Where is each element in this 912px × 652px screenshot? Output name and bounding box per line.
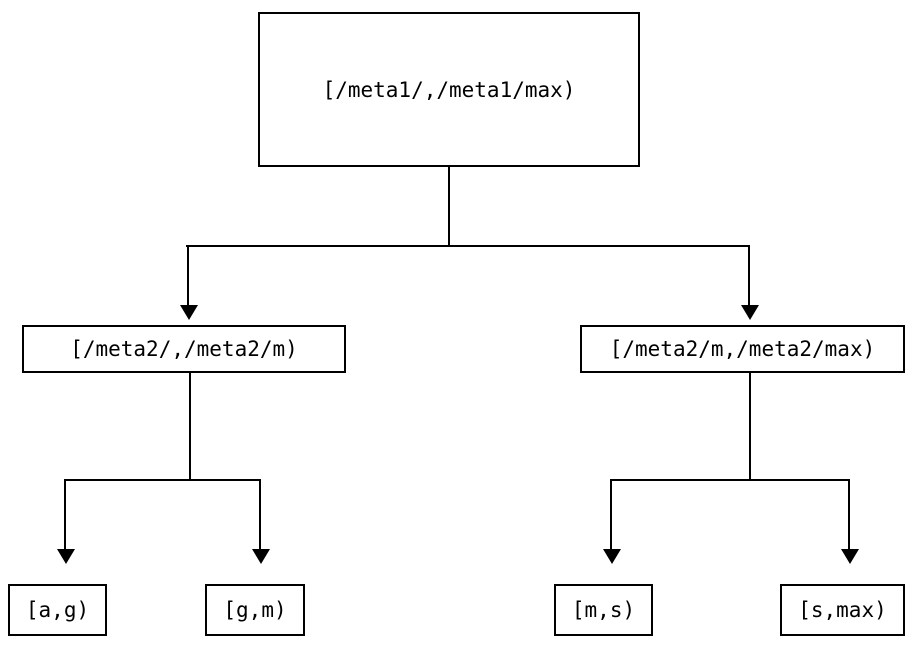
edge-root-to-mid-group <box>180 167 759 320</box>
edge-midright-to-leaves-group <box>603 373 859 564</box>
node-leaf-smax[interactable]: [s,max) <box>780 584 905 636</box>
edge-midleft-to-leaves-group <box>57 373 270 564</box>
node-leaf-smax-label: [s,max) <box>798 598 887 622</box>
arrowhead-mid-right <box>741 305 759 320</box>
node-mid-left-label: [/meta2/,/meta2/m) <box>70 337 298 361</box>
arrowhead-leaf-gm <box>252 549 270 564</box>
node-leaf-gm-label: [g,m) <box>223 598 287 622</box>
node-leaf-ag[interactable]: [a,g) <box>8 584 107 636</box>
arrowhead-leaf-ms <box>603 549 621 564</box>
node-leaf-gm[interactable]: [g,m) <box>205 584 305 636</box>
node-leaf-ag-label: [a,g) <box>25 598 90 622</box>
node-leaf-ms[interactable]: [m,s) <box>554 584 653 636</box>
arrowhead-leaf-smax <box>841 549 859 564</box>
arrowhead-mid-left <box>180 305 198 320</box>
node-root-label: [/meta1/,/meta1/max) <box>322 77 576 102</box>
node-mid-right[interactable]: [/meta2/m,/meta2/max) <box>580 325 905 373</box>
arrowhead-leaf-ag <box>57 549 75 564</box>
node-leaf-ms-label: [m,s) <box>571 598 636 622</box>
node-root[interactable]: [/meta1/,/meta1/max) <box>258 12 640 167</box>
node-mid-left[interactable]: [/meta2/,/meta2/m) <box>22 325 346 373</box>
node-mid-right-label: [/meta2/m,/meta2/max) <box>609 337 876 361</box>
